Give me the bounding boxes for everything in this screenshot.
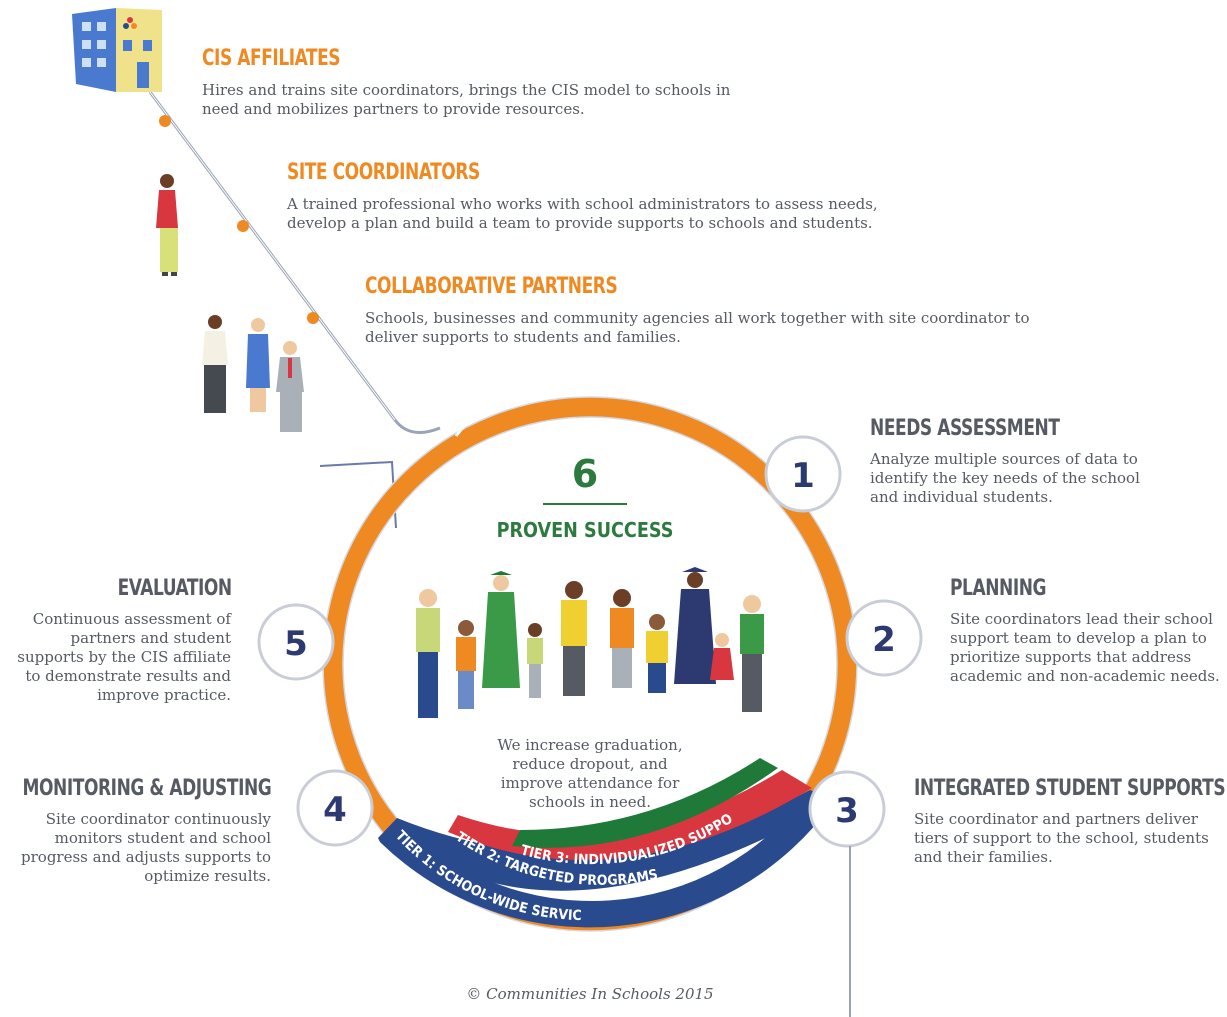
role-body-site-coordinators: A trained professional who works with sc… [287, 195, 878, 232]
connector-line [148, 91, 441, 434]
connector-line-inner [149, 91, 396, 421]
step-body-integrated-student-supports: Site coordinator and partners deliver ti… [914, 810, 1209, 866]
timeline-dot [237, 220, 249, 232]
step-body-monitoring-adjusting: Site coordinator continuously monitors s… [21, 810, 271, 885]
step-title-integrated-student-supports: INTEGRATED STUDENT SUPPORTS [914, 776, 1226, 801]
role-body-collaborative-partners: Schools, businesses and community agenci… [365, 309, 1030, 346]
role-body-cis-affiliates: Hires and trains site coordinators, brin… [202, 81, 731, 118]
step-title-needs-assessment: NEEDS ASSESSMENT [870, 416, 1060, 441]
copyright-footer: © Communities In Schools 2015 [466, 985, 714, 1003]
center-body: We increase graduation, reduce dropout, … [497, 736, 683, 811]
center-number: 6 [571, 452, 599, 496]
step-title-planning: PLANNING [950, 576, 1047, 601]
step-4-number: 4 [323, 790, 347, 830]
step-body-needs-assessment: Analyze multiple sources of data to iden… [870, 450, 1140, 506]
role-title-collaborative-partners: COLLABORATIVE PARTNERS [365, 274, 618, 299]
step-5-marker: 5 [257, 603, 335, 681]
school-building-illustration [72, 8, 162, 92]
students-group-illustration [416, 567, 764, 718]
step-2-marker: 2 [845, 599, 923, 677]
site-coordinator-figure [156, 174, 178, 276]
role-title-site-coordinators: SITE COORDINATORS [287, 160, 480, 185]
step-3-number: 3 [835, 791, 859, 831]
step-title-monitoring-adjusting: MONITORING & ADJUSTING [22, 776, 271, 801]
step-body-planning: Site coordinators lead their school supp… [950, 610, 1220, 685]
timeline-dot [307, 312, 319, 324]
step-title-evaluation: EVALUATION [117, 576, 233, 601]
tier-3-band [512, 758, 778, 848]
role-title-cis-affiliates: CIS AFFILIATES [202, 46, 341, 71]
step-4-marker: 4 [296, 769, 374, 847]
step-3-marker: 3 [808, 770, 886, 848]
timeline-dot [159, 115, 171, 127]
step-1-marker: 1 [764, 435, 842, 513]
step-body-evaluation: Continuous assessment of partners and st… [17, 610, 231, 704]
partners-figures [202, 315, 304, 432]
step-5-number: 5 [284, 624, 308, 664]
tier-1-band [378, 790, 835, 928]
step-2-number: 2 [872, 620, 896, 660]
center-label: PROVEN SUCCESS [496, 518, 674, 542]
step-1-number: 1 [791, 456, 815, 496]
